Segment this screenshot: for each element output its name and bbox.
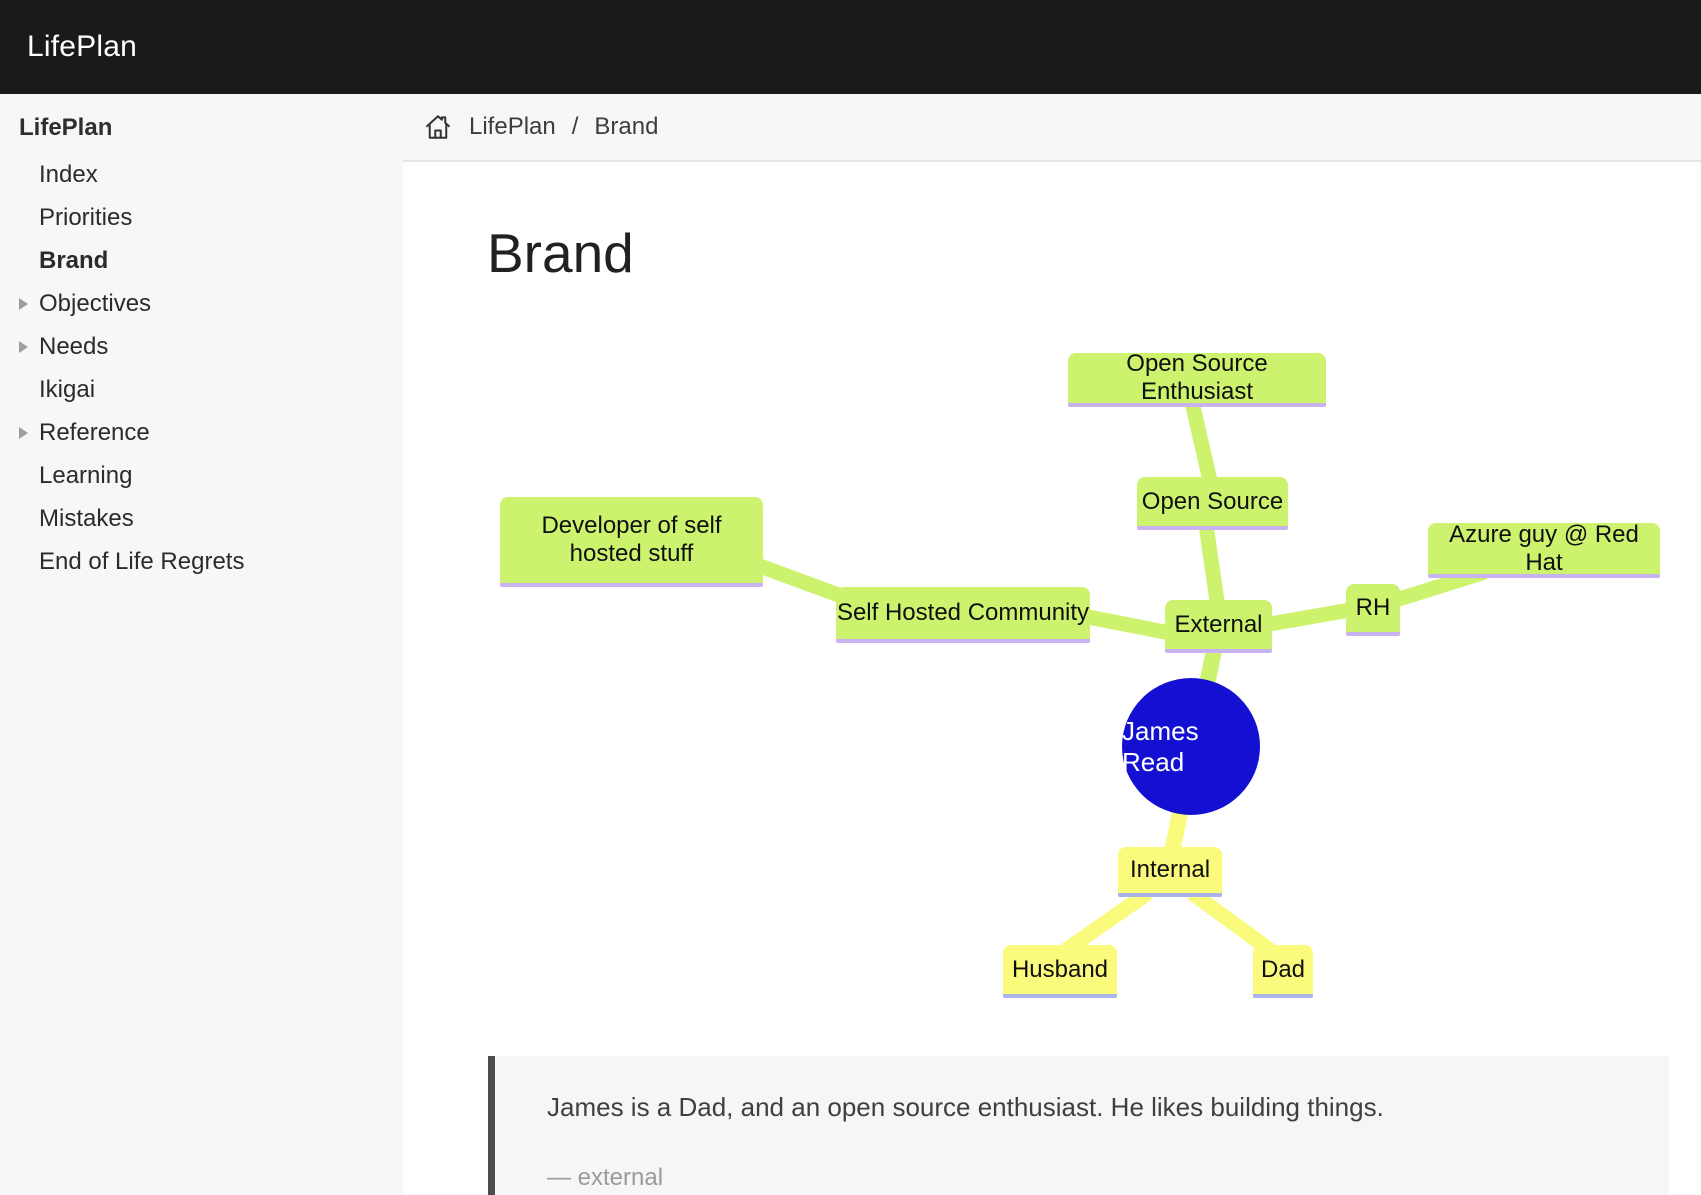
- sidebar-item-learning[interactable]: Learning: [0, 454, 403, 497]
- sidebar-item-objectives[interactable]: Objectives: [0, 282, 403, 325]
- mindmap-edges: [749, 400, 1488, 957]
- breadcrumb-current-brand: Brand: [594, 113, 659, 140]
- breadcrumb-link-lifeplan[interactable]: LifePlan: [469, 113, 556, 140]
- sidebar-item-ikigai[interactable]: Ikigai: [0, 368, 403, 411]
- sidebar-item-end-of-life-regrets[interactable]: End of Life Regrets: [0, 540, 403, 583]
- mindmap-node-internal[interactable]: Internal: [1118, 847, 1222, 897]
- quote-text: James is a Dad, and an open source enthu…: [547, 1092, 1384, 1122]
- chevron-right-icon[interactable]: [19, 297, 28, 310]
- home-icon[interactable]: [423, 112, 453, 142]
- mindmap-node-dad[interactable]: Dad: [1253, 945, 1313, 998]
- app-header: LifePlan: [0, 0, 1701, 94]
- sidebar-item-label: Objectives: [39, 290, 152, 317]
- edge-external-shc: [1076, 607, 1172, 641]
- sidebar-item-label: Priorities: [39, 204, 133, 231]
- page-title: Brand: [487, 222, 634, 284]
- edge-ose-opensource: [1184, 400, 1219, 487]
- breadcrumb-separator: /: [571, 113, 579, 140]
- mindmap-node-rh[interactable]: RH: [1346, 584, 1400, 636]
- edge-internal-husband: [1061, 886, 1153, 957]
- mindmap-node-husband[interactable]: Husband: [1003, 945, 1117, 998]
- sidebar-item-needs[interactable]: Needs: [0, 325, 403, 368]
- mindmap-node-self-hosted-community[interactable]: Self Hosted Community: [836, 587, 1090, 643]
- edge-internal-dad: [1187, 886, 1275, 957]
- sidebar-item-label: Brand: [39, 247, 109, 274]
- chevron-right-icon[interactable]: [19, 426, 28, 439]
- edge-opensource-external: [1198, 523, 1226, 610]
- edge-external-rh: [1268, 602, 1352, 632]
- sidebar-item-index[interactable]: Index: [0, 153, 403, 196]
- sidebar-item-reference[interactable]: Reference: [0, 411, 403, 454]
- mindmap-node-azure-guy-red-hat[interactable]: Azure guy @ Red Hat: [1428, 521, 1660, 578]
- mindmap-node-open-source[interactable]: Open Source: [1137, 477, 1288, 530]
- sidebar-title[interactable]: LifePlan: [19, 114, 113, 141]
- mindmap-node-open-source-enthusiast[interactable]: Open Source Enthusiast: [1068, 350, 1326, 407]
- sidebar-item-label: End of Life Regrets: [39, 548, 245, 575]
- sidebar-item-brand[interactable]: Brand: [0, 239, 403, 282]
- quote-block: James is a Dad, and an open source enthu…: [488, 1056, 1669, 1195]
- sidebar-item-label: Needs: [39, 333, 109, 360]
- sidebar-item-priorities[interactable]: Priorities: [0, 196, 403, 239]
- quote-attribution: — external: [547, 1164, 664, 1191]
- edge-root-internal: [1164, 806, 1189, 854]
- sidebar-item-label: Reference: [39, 419, 150, 446]
- main-content: Brand Open Source Enthusiast Open Source…: [403, 162, 1701, 1195]
- mindmap-root-james-read[interactable]: James Read: [1122, 678, 1260, 815]
- sidebar: LifePlan Index Priorities Brand Objectiv…: [0, 94, 403, 1195]
- sidebar-item-label: Ikigai: [39, 376, 96, 403]
- sidebar-item-label: Learning: [39, 462, 133, 489]
- sidebar-item-label: Index: [39, 161, 98, 188]
- app-title[interactable]: LifePlan: [27, 30, 138, 63]
- mindmap-node-external[interactable]: External: [1165, 600, 1272, 653]
- sidebar-item-mistakes[interactable]: Mistakes: [0, 497, 403, 540]
- breadcrumb: LifePlan / Brand: [403, 94, 1701, 162]
- mindmap-node-developer-of-self-hosted-stuff[interactable]: Developer of self hosted stuff: [500, 497, 763, 587]
- chevron-right-icon[interactable]: [19, 340, 28, 353]
- sidebar-item-label: Mistakes: [39, 505, 134, 532]
